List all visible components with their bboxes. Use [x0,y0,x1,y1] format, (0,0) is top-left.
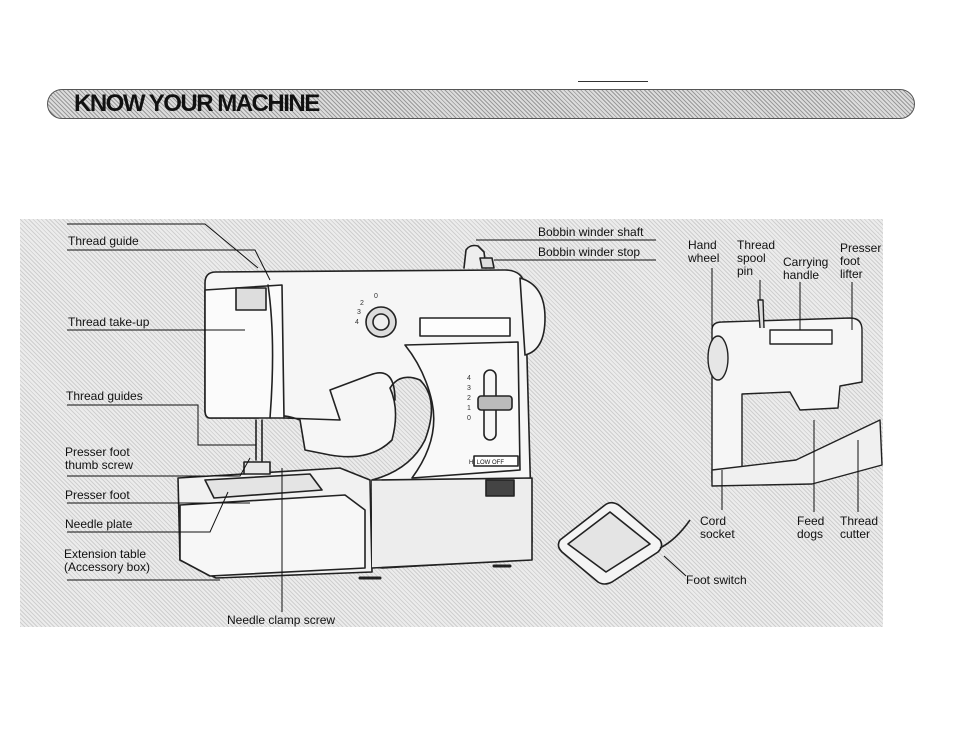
label-thread-take-up: Thread take-up [68,315,150,329]
side-view-hand-wheel [707,335,729,381]
label-thread-cutter: Thread cutter [840,514,879,541]
label-hand-wheel: Hand wheel [688,238,720,265]
label-extension-table: Extension table (Accessory box) [64,547,151,574]
label-thread-spool-pin: Thread spool pin [737,238,776,278]
extension-table [179,494,366,577]
hand-wheel [519,277,546,356]
label-needle-clamp-screw: Needle clamp screw [227,613,336,627]
speed-switch-text: HI LOW OFF [469,460,504,466]
needle-plate [204,473,323,499]
speed-switch [485,479,515,497]
label-carrying-handle: Carrying handle [783,255,829,282]
stitch-number: 1 [467,405,471,412]
label-bobbin-winder-stop: Bobbin winder stop [538,245,641,259]
stitch-number: 2 [467,395,471,402]
label-thread-guide: Thread guide [68,234,139,248]
speed-switch-plate [473,455,519,467]
label-bobbin-winder-shaft: Bobbin winder shaft [538,225,644,239]
pattern-window [419,317,511,337]
stitch-number: 3 [467,385,471,392]
top-rule [578,81,648,82]
label-presser-foot: Presser foot [65,488,130,502]
label-presser-foot-thumb-screw: Presser foot thumb screw [65,445,134,472]
stitch-number: 4 [467,375,471,382]
stitch-number: 0 [467,415,471,422]
page-title: KNOW YOUR MACHINE [74,90,320,117]
dial-number: 4 [355,319,359,326]
dial-number: 2 [360,300,364,307]
label-cord-socket: Cord socket [700,514,735,541]
tension-dial [235,287,267,311]
presser-foot [243,461,271,475]
title-banner: KNOW YOUR MACHINE [47,89,915,119]
label-presser-foot-lifter: Presser foot lifter [840,241,882,281]
side-view-handle [769,329,833,345]
stitch-selector-lever [477,395,513,411]
label-feed-dogs: Feed dogs [797,514,825,541]
label-thread-guides: Thread guides [66,389,143,403]
label-foot-switch: Foot switch [686,573,747,587]
side-view-body [711,317,863,481]
side-view-bed [711,419,883,487]
dial-number: 3 [357,309,361,316]
label-needle-plate: Needle plate [65,517,133,531]
dial-number: 0 [374,293,378,300]
